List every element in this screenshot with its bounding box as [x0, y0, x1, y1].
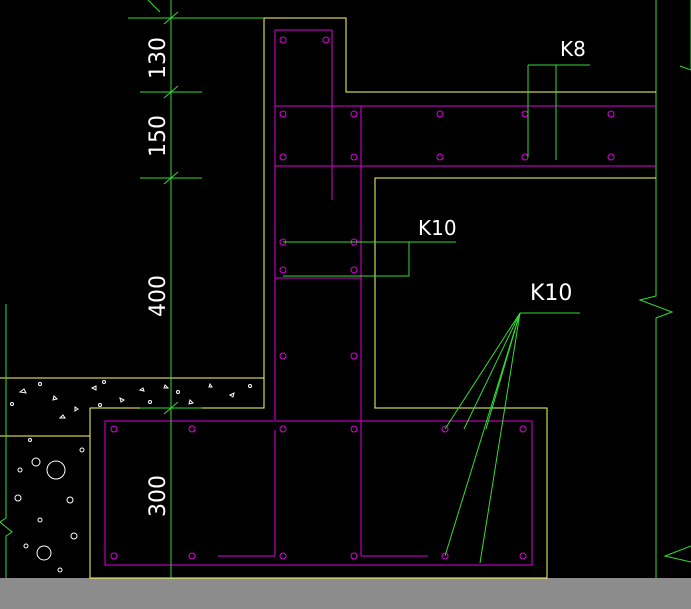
right-break-line	[638, 0, 674, 578]
label-k10-footing: K10	[530, 281, 572, 306]
leader-k8	[527, 64, 590, 160]
left-break-line	[0, 304, 13, 578]
concrete-outline	[89, 17, 656, 579]
soil-fill	[0, 377, 264, 573]
leader-k10-wall	[283, 241, 456, 277]
dim-150: 150	[146, 115, 171, 157]
dim-130: 130	[146, 37, 171, 79]
dimension-line	[128, 0, 264, 578]
label-k8: K8	[560, 37, 586, 61]
label-k10-wall: K10	[418, 216, 457, 240]
dim-400: 400	[146, 275, 171, 317]
right-edge-line	[679, 0, 691, 71]
rebar-cage	[104, 29, 656, 566]
rebar-dots	[110, 36, 615, 560]
dim-300: 300	[146, 475, 171, 517]
ground-strip	[0, 578, 691, 609]
right-break-bottom	[663, 545, 691, 563]
leader-k10-footing	[444, 312, 580, 564]
